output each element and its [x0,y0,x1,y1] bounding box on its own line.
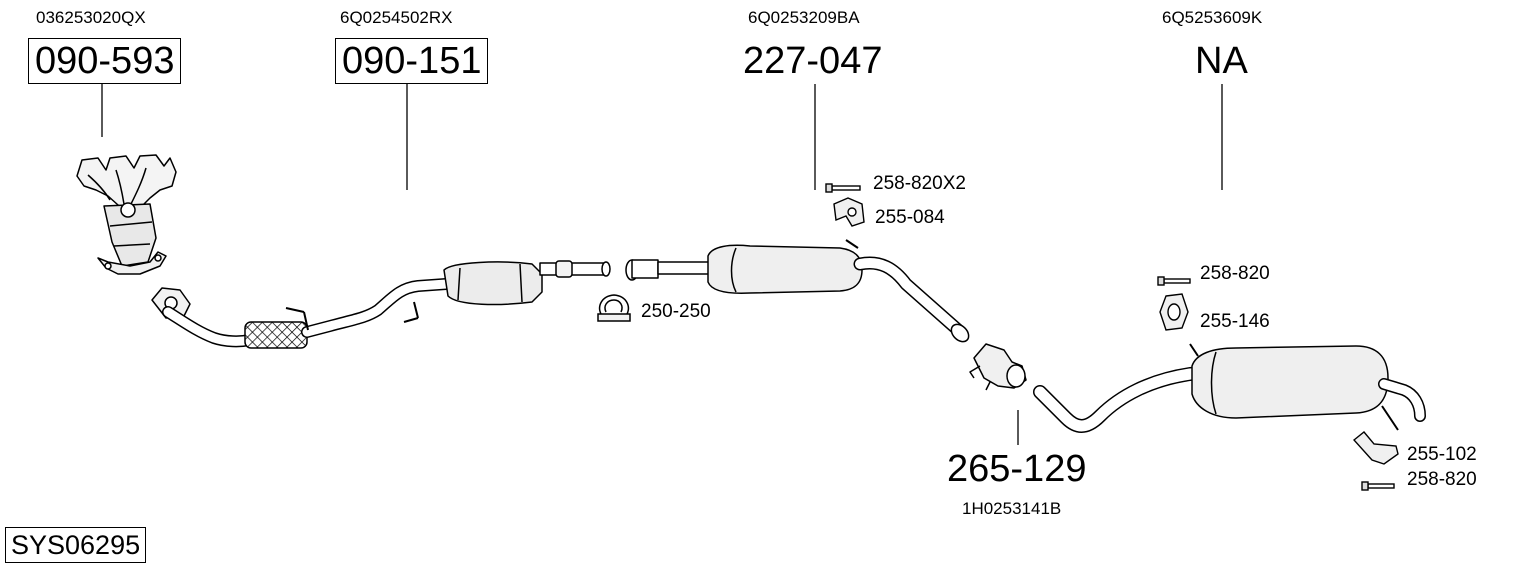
fitting-label-bolt-rear-bottom[interactable]: 258-820 [1407,469,1477,490]
part-code-rear-silencer[interactable]: NA [1195,40,1248,82]
middle-silencer[interactable] [625,239,972,345]
bolt-258-820x2[interactable] [825,183,861,193]
mount-255-084[interactable] [833,197,865,227]
fitting-label-bolt-rear-top[interactable]: 258-820 [1200,263,1270,284]
bolt-258-820-bottom[interactable] [1361,481,1395,491]
fitting-label-clamp[interactable]: 250-250 [641,301,711,322]
mount-255-146[interactable] [1159,293,1189,331]
fitting-label-mount-rear-top[interactable]: 255-146 [1200,311,1270,332]
leader-lines [101,84,1223,445]
system-code-box: SYS06295 [5,527,147,563]
rear-silencer[interactable] [1033,343,1426,433]
part-code-middle-silencer[interactable]: 227-047 [743,40,883,82]
catalytic-converter-front-pipe[interactable] [151,260,611,349]
oem-number-rear-silencer: 6Q5253609K [1162,8,1263,27]
part-code-repair-pipe[interactable]: 265-129 [947,448,1087,490]
manifold-catalytic-converter[interactable] [76,154,177,275]
part-code-front-pipe[interactable]: 090-151 [335,38,489,84]
oem-number-repair-pipe: 1H0253141B [962,499,1062,518]
repair-pipe[interactable] [969,343,1027,391]
oem-number-middle-silencer: 6Q0253209BA [748,8,860,27]
fitting-label-mount-middle[interactable]: 255-084 [875,207,945,228]
part-code-manifold[interactable]: 090-593 [28,38,182,84]
oem-number-manifold: 036253020QX [36,8,146,27]
fitting-label-mount-rear-bottom[interactable]: 255-102 [1407,444,1477,465]
oem-number-front-pipe: 6Q0254502RX [340,8,453,27]
fitting-label-bolt-middle[interactable]: 258-820X2 [873,173,966,194]
bolt-258-820-top[interactable] [1157,276,1191,286]
mount-255-102[interactable] [1352,431,1399,465]
clamp-250-250[interactable] [597,294,631,322]
